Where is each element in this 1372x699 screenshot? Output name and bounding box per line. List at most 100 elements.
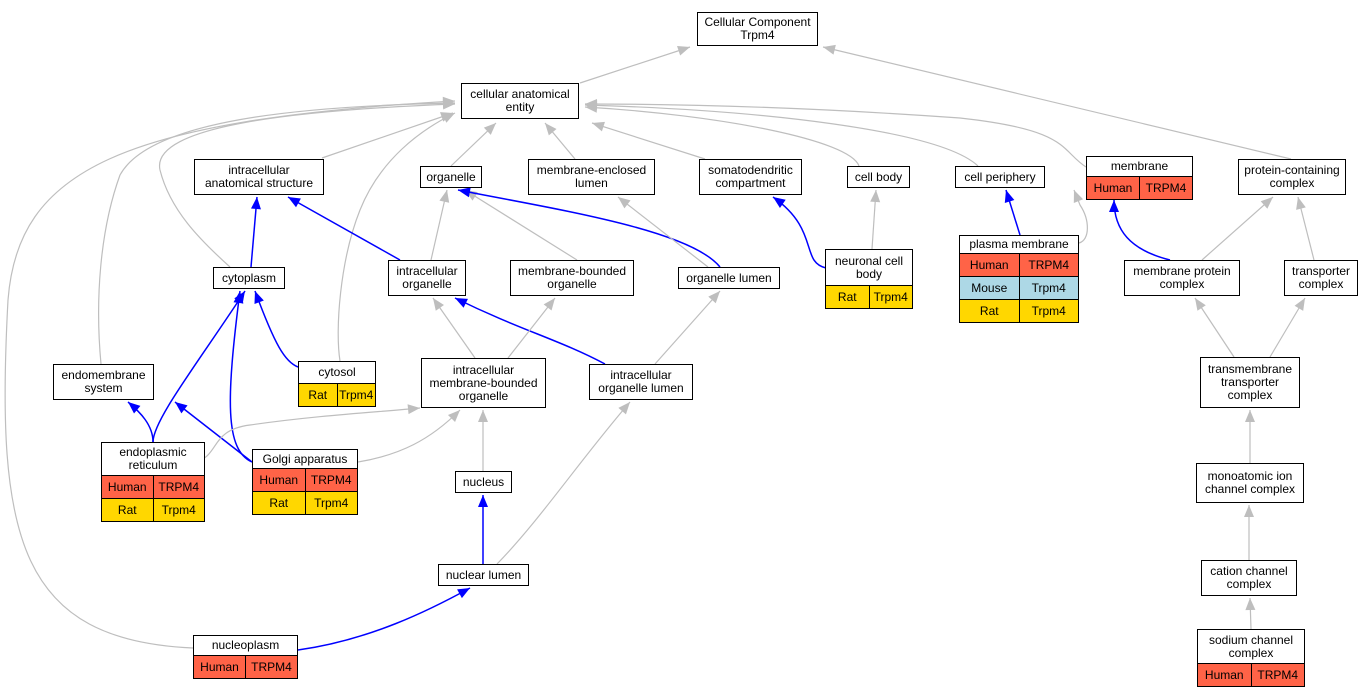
arrowhead: [1245, 598, 1256, 611]
go-term-label: protein-containing complex: [1244, 163, 1340, 190]
go-term-node-mbo[interactable]: membrane-bounded organelle: [510, 260, 634, 296]
go-term-label: cellular anatomical entity: [470, 87, 570, 114]
edge-cation-to-monoion: [1244, 505, 1254, 560]
annotation-row-rat: Rat Trpm4: [102, 498, 204, 521]
annotation-species: Rat: [117, 503, 137, 517]
arrowhead: [1073, 190, 1084, 203]
edge-intorg-to-ias: [287, 196, 401, 261]
edge-cytosol-to-cae: [337, 112, 456, 362]
go-term-node-root[interactable]: Cellular Component Trpm4: [697, 12, 818, 46]
arrowhead: [478, 410, 488, 422]
arrowhead: [773, 197, 786, 208]
go-term-label: Cellular Component Trpm4: [704, 15, 811, 42]
go-term-node-periph[interactable]: cell periphery: [955, 166, 1045, 188]
edge-imbo-to-mbo: [507, 297, 556, 359]
edge-cytosol-to-cytoplasm: [254, 290, 299, 368]
go-term-node-tmtc[interactable]: transmembrane transporter complex: [1200, 357, 1300, 408]
edge-monoion-to-tmtc: [1245, 410, 1255, 463]
go-term-label: nuclear lumen: [445, 567, 522, 582]
edge-plasma-to-membrane: [1073, 189, 1088, 244]
arrowhead: [442, 96, 455, 107]
go-term-label: membrane: [1110, 159, 1169, 173]
annotation-gene: Trpm4: [152, 499, 205, 521]
arrowhead: [1244, 505, 1254, 517]
go-term-node-endo[interactable]: endomembrane system: [53, 364, 154, 400]
go-term-label: cell body: [854, 169, 903, 184]
annotation-species: Human: [1093, 181, 1133, 195]
edge-intorg-to-organelle: [430, 189, 450, 261]
go-term-node-intorg[interactable]: intracellular organelle: [388, 260, 466, 296]
edge-nuclumen-to-iol: [496, 401, 631, 565]
edge-endo-to-cae: [98, 98, 456, 365]
arrowhead: [288, 197, 301, 208]
annotation-gene: TRPM4: [1139, 177, 1192, 199]
edge-iol-to-intorg: [454, 297, 606, 365]
edge-tc-to-pcc: [1296, 196, 1315, 261]
arrowhead: [543, 298, 555, 311]
go-term-label: cell periphery: [964, 169, 1036, 184]
go-term-label: cytoplasm: [221, 270, 277, 285]
annotation-species: Human: [107, 480, 147, 494]
arrowhead: [618, 197, 631, 209]
arrowhead: [1260, 197, 1273, 209]
annotation-gene: Trpm4: [304, 492, 358, 514]
edge-neuronal-to-cellbody: [870, 189, 881, 250]
arrowhead: [823, 44, 836, 55]
annotation-gene: TRPM4: [245, 656, 297, 678]
edge-mel-to-cae: [544, 122, 576, 160]
edge-golgi-to-imbo: [357, 409, 461, 463]
arrowhead: [708, 291, 720, 304]
go-term-node-nucleus[interactable]: nucleus: [455, 471, 512, 493]
annotation-species: Human: [259, 473, 299, 487]
go-term-node-pcc[interactable]: protein-containing complex: [1238, 159, 1346, 195]
annotation-species: Human: [969, 258, 1009, 272]
go-term-node-cation[interactable]: cation channel complex: [1201, 560, 1297, 596]
edge-cae-to-root: [579, 45, 691, 84]
go-term-node-tc[interactable]: transporter complex: [1284, 260, 1358, 296]
edge-ias-to-cae: [321, 112, 454, 159]
edge-golgi-to-cytoplasm: [229, 290, 253, 463]
go-term-node-iol[interactable]: intracellular organelle lumen: [589, 364, 693, 400]
go-term-node-organelle[interactable]: organelle: [420, 166, 482, 188]
go-term-label: nucleoplasm: [211, 638, 280, 652]
go-term-label: membrane protein complex: [1133, 264, 1231, 291]
go-term-label: plasma membrane: [969, 237, 1069, 251]
arrowhead: [677, 45, 690, 56]
go-term-node-nuclumen[interactable]: nuclear lumen: [438, 564, 529, 586]
arrowhead: [1296, 197, 1306, 210]
go-term-node-cae[interactable]: cellular anatomical entity: [461, 83, 579, 119]
go-term-label: Golgi apparatus: [262, 451, 348, 466]
go-term-node-cellbody[interactable]: cell body: [847, 166, 910, 188]
arrowhead: [254, 291, 264, 304]
go-term-node-cytoplasm[interactable]: cytoplasm: [213, 267, 285, 289]
go-term-label: transporter complex: [1291, 264, 1351, 291]
edge-orglumen-to-organelle: [457, 187, 721, 268]
go-term-node-mel[interactable]: membrane-enclosed lumen: [528, 159, 655, 195]
arrowhead: [457, 588, 470, 599]
go-term-label: intracellular membrane-bounded organelle: [429, 362, 538, 403]
annotation-gene: Trpm4: [1018, 300, 1079, 322]
edge-er-to-imbo: [195, 404, 421, 463]
go-term-node-monoion[interactable]: monoatomic ion channel complex: [1196, 463, 1304, 503]
go-term-node-somato[interactable]: somatodendritic compartment: [699, 159, 802, 195]
arrowhead: [585, 99, 597, 109]
go-term-node-orglumen[interactable]: organelle lumen: [678, 267, 780, 289]
go-term-label: intracellular organelle: [396, 264, 458, 291]
go-term-node-ias[interactable]: intracellular anatomical structure: [194, 159, 324, 195]
go-term-node-imbo[interactable]: intracellular membrane-bounded organelle: [421, 358, 546, 408]
go-term-node-mpc[interactable]: membrane protein complex: [1124, 260, 1240, 296]
